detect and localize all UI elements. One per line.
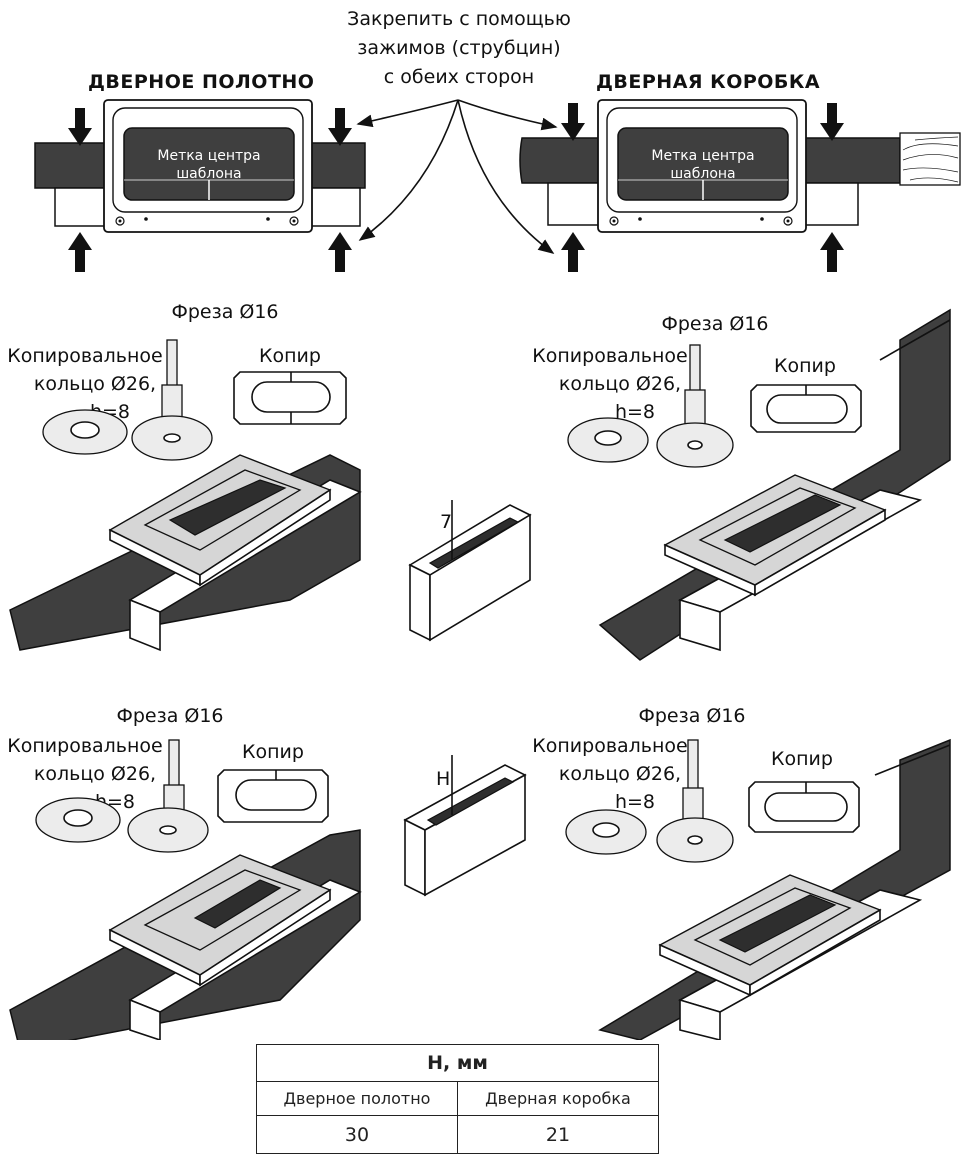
clamp-note-line-1: Закрепить с помощью bbox=[347, 8, 571, 30]
panel-door-frame-upper: Фреза Ø16 Копировальное кольцо Ø26, h=8 … bbox=[532, 308, 951, 661]
depth-table-value-door-leaf: 30 bbox=[256, 1115, 458, 1154]
depth-block-7: 7 bbox=[408, 500, 532, 642]
clamp-note: Закрепить с помощью зажимов (струбцин) с… bbox=[347, 8, 571, 88]
door-frame-front-view: Метка центра шаблона bbox=[519, 99, 961, 272]
ring-label-r-line-2: кольцо Ø26, bbox=[559, 373, 681, 395]
ring-label-line-2: кольцо Ø26, bbox=[34, 373, 156, 395]
ring-label-ll-line-2: кольцо Ø26, bbox=[34, 763, 156, 785]
door-frame-title: ДВЕРНАЯ КОРОБКА bbox=[596, 71, 820, 93]
center-mark-left-line-1: Метка центра bbox=[157, 148, 260, 164]
door-leaf-front-view: Метка центра шаблона bbox=[34, 99, 366, 272]
center-mark-right-line-2: шаблона bbox=[670, 166, 735, 182]
cutter-label: Фреза Ø16 bbox=[171, 301, 278, 323]
ring-label-r-line-3: h=8 bbox=[615, 401, 655, 423]
depth-block-h: H bbox=[403, 755, 527, 897]
ring-label-line-1: Копировальное bbox=[7, 345, 163, 367]
clamp-pointer-lines bbox=[356, 99, 558, 254]
template-label: Копир bbox=[259, 345, 321, 367]
depth-table: H, мм Дверное полотно Дверная коробка 30… bbox=[256, 1044, 659, 1154]
cutter-label-r: Фреза Ø16 bbox=[661, 313, 768, 335]
depth-table-col-door-frame: Дверная коробка bbox=[457, 1081, 659, 1116]
ring-label-ll-line-1: Копировальное bbox=[7, 735, 163, 757]
panel-door-leaf-lower: Фреза Ø16 Копировальное кольцо Ø26, h=8 … bbox=[7, 705, 362, 1040]
ring-label-lr-line-3: h=8 bbox=[615, 791, 655, 813]
ring-label-lr-line-2: кольцо Ø26, bbox=[559, 763, 681, 785]
door-leaf-title: ДВЕРНОЕ ПОЛОТНО bbox=[88, 71, 314, 93]
clamp-note-line-3: с обеих сторон bbox=[384, 66, 534, 88]
depth-table-value-door-frame: 21 bbox=[457, 1115, 659, 1154]
installation-diagram: Закрепить с помощью зажимов (струбцин) с… bbox=[7, 8, 961, 1040]
depth-table-header: H, мм bbox=[256, 1044, 659, 1082]
template-label-r: Копир bbox=[774, 355, 836, 377]
panel-door-leaf-upper: Фреза Ø16 Копировальное кольцо Ø26, h=8 … bbox=[7, 301, 362, 652]
ring-label-lr-line-1: Копировальное bbox=[532, 735, 688, 757]
depth-label-7: 7 bbox=[440, 511, 452, 533]
cutter-label-lr: Фреза Ø16 bbox=[638, 705, 745, 727]
center-mark-right-line-1: Метка центра bbox=[651, 148, 754, 164]
depth-label-h: H bbox=[436, 768, 450, 790]
panel-door-frame-lower: Фреза Ø16 Копировальное кольцо Ø26, h=8 … bbox=[532, 705, 951, 1040]
ring-label-r-line-1: Копировальное bbox=[532, 345, 688, 367]
template-label-ll: Копир bbox=[242, 741, 304, 763]
center-mark-left-line-2: шаблона bbox=[176, 166, 241, 182]
template-label-lr: Копир bbox=[771, 748, 833, 770]
depth-table-col-door-leaf: Дверное полотно bbox=[256, 1081, 458, 1116]
clamp-note-line-2: зажимов (струбцин) bbox=[357, 37, 560, 59]
cutter-label-ll: Фреза Ø16 bbox=[116, 705, 223, 727]
